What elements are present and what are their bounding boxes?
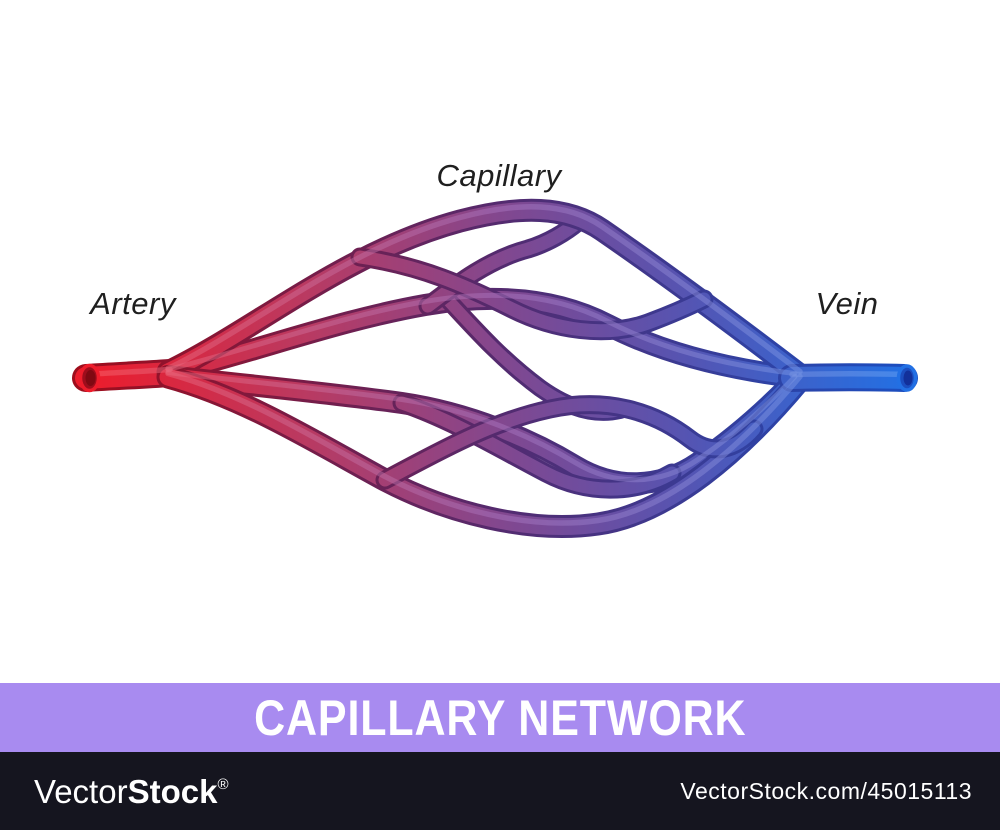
watermark-footer: VectorStock® VectorStock.com/45015113 [0,752,1000,830]
upper-capillary-strands [156,198,812,421]
vectorstock-url: VectorStock.com/45015113 [680,777,972,804]
vein-label: Vein [815,286,879,321]
title-banner: CAPILLARY NETWORK [0,683,1000,752]
vectorstock-logo: VectorStock® [34,775,229,808]
artery-opening [78,363,101,393]
logo-text-bold: Stock [127,772,218,810]
vessel-highlights [83,204,907,526]
vein-trunk [778,363,918,392]
registered-mark-icon: ® [217,775,229,793]
logo-text-light: Vector [34,772,128,810]
capillary-label: Capillary [436,158,562,193]
banner-title: CAPILLARY NETWORK [253,689,747,746]
artery-label: Artery [90,286,176,321]
lower-capillary-strands [156,365,812,538]
vein-opening [896,364,918,392]
